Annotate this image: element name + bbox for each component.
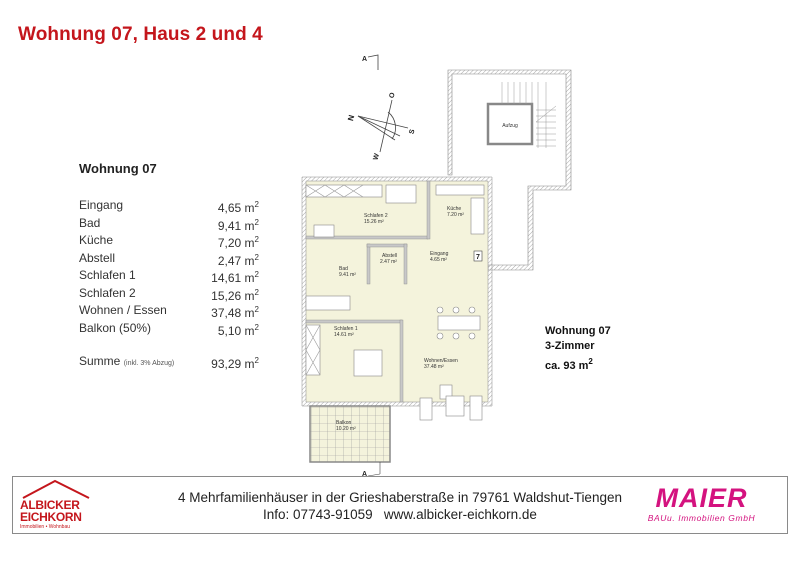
contact-info[interactable]: Info: 07743-91059 www.albicker-eichkorn.… [263,507,537,522]
maier-logo[interactable]: MAIER BAUu. Immobilien GmbH [647,483,756,523]
svg-text:4.65 m²: 4.65 m² [430,257,447,263]
section-marker-top: A [362,54,379,70]
svg-text:W: W [373,152,382,161]
svg-text:A: A [362,471,367,478]
svg-text:Eingang: Eingang [430,251,449,257]
svg-text:A: A [362,56,367,63]
svg-text:7: 7 [476,254,480,261]
area-row: Balkon (50%)5,10 m2 [79,320,259,338]
svg-text:Schlafen 2: Schlafen 2 [364,213,388,219]
svg-text:Schlafen 1: Schlafen 1 [334,326,358,332]
svg-text:N: N [346,114,356,122]
apartment-floor: Schlafen 2 15.26 m² Küche 7.20 m² Bad 9.… [301,176,493,421]
svg-text:Wohnen/Essen: Wohnen/Essen [424,358,458,364]
project-description: 4 Mehrfamilienhäuser in der Grieshaberst… [178,490,622,505]
svg-text:2.47 m²: 2.47 m² [380,259,397,265]
area-sum-row: Summe (inkl. 3% Abzug) 93,29 m2 [79,354,259,371]
area-list-heading: Wohnung 07 [79,161,157,176]
svg-text:9.41 m²: 9.41 m² [339,272,356,278]
svg-text:37.48 m²: 37.48 m² [424,364,444,370]
page-title: Wohnung 07, Haus 2 und 4 [18,24,263,45]
compass-icon: O N S W [346,91,417,161]
apartment-summary: Wohnung 07 3-Zimmer ca. 93 m2 [545,325,611,372]
svg-text:14.61 m²: 14.61 m² [334,332,354,338]
svg-text:7.20 m²: 7.20 m² [447,212,464,218]
stairwell: Aufzug [447,69,572,271]
svg-text:O: O [389,91,397,99]
roof-icon [22,479,90,499]
footer-banner: ALBICKER EICHKORN Immobilien • Wohnbau 4… [12,476,788,534]
section-marker-bottom: A [362,462,381,478]
floor-plan: A O N S W Aufzug [301,54,572,478]
svg-text:Aufzug: Aufzug [502,123,518,129]
svg-text:Bad: Bad [339,266,348,272]
footer-info: 4 Mehrfamilienhäuser in der Grieshaberst… [13,489,787,523]
svg-text:Abstell: Abstell [382,253,397,259]
svg-text:15.26 m²: 15.26 m² [364,219,384,225]
svg-text:10.20 m²: 10.20 m² [336,426,356,432]
balcony: Balkon 10.20 m² [309,405,391,463]
svg-text:Küche: Küche [447,206,461,212]
albicker-eichkorn-logo[interactable]: ALBICKER EICHKORN Immobilien • Wohnbau [15,478,95,533]
svg-text:Balkon: Balkon [336,420,352,426]
svg-text:S: S [409,128,417,135]
